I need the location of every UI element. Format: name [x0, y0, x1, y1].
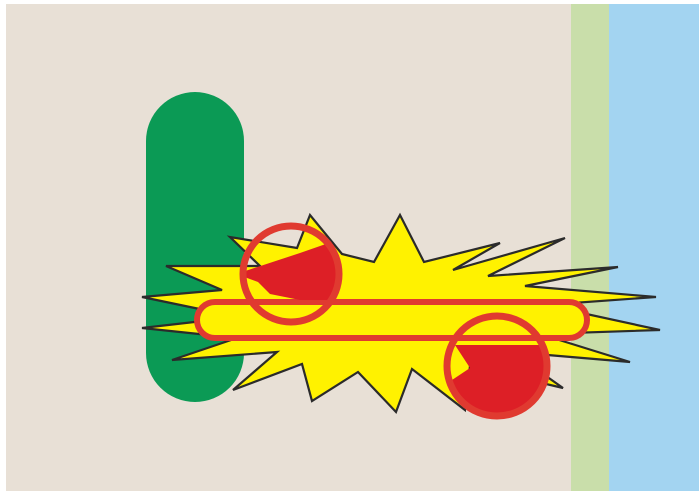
green-strip — [571, 4, 609, 491]
water-panel — [609, 4, 699, 491]
